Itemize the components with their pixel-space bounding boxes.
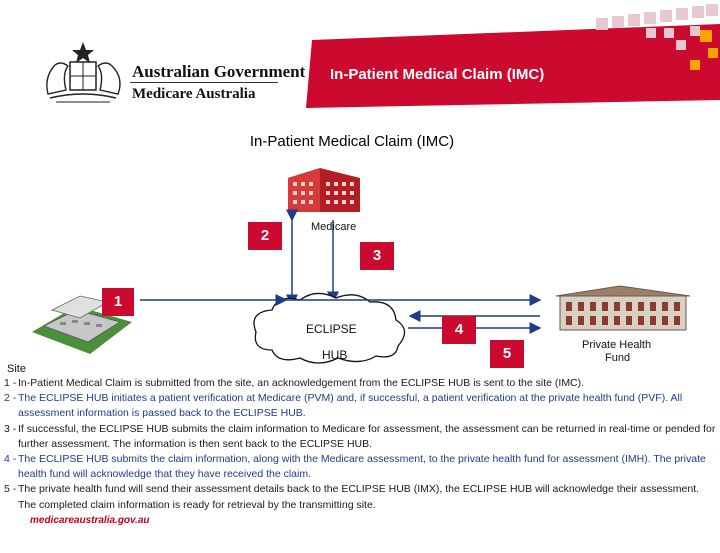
step-badge-2 [248, 222, 282, 250]
medicare-label: Medicare [311, 221, 357, 233]
eclipse-hub-label-line2: HUB [322, 348, 348, 362]
step-badge-3 [360, 242, 394, 270]
footer-website-link[interactable]: medicareaustralia.gov.au [30, 515, 150, 526]
eclipse-hub-cloud-icon [253, 292, 406, 364]
step-number: 2 - [4, 392, 17, 405]
banner-title: In-Patient Medical Claim (IMC) [330, 66, 545, 83]
site-building-icon [32, 295, 132, 354]
step-text: If successful, the ECLIPSE HUB submits t… [18, 422, 716, 450]
step-badge-5 [490, 340, 524, 368]
agency-name: Medicare Australia [132, 86, 256, 102]
step-badge-5-label: 5 [502, 345, 512, 362]
step-text: The private health fund will send their … [18, 483, 700, 511]
private-health-fund-label-line2: Fund [605, 352, 631, 364]
eclipse-hub-label-line1: ECLIPSE [306, 322, 357, 336]
private-health-fund-building-icon [555, 285, 691, 331]
step-text: The ECLIPSE HUB submits the claim inform… [18, 453, 706, 481]
site-label: Site [7, 363, 26, 375]
step-number: 3 - [4, 422, 17, 435]
diagram-title: In-Patient Medical Claim (IMC) [249, 133, 455, 150]
step-item-5: 5 - The private health fund will send th… [4, 482, 716, 512]
coat-of-arms-logo [46, 42, 121, 103]
step-item-3: 3 - If successful, the ECLIPSE HUB submi… [4, 422, 716, 452]
step-badge-1 [102, 288, 134, 316]
step-text: The ECLIPSE HUB initiates a patient veri… [18, 392, 683, 420]
step-item-2: 2 - The ECLIPSE HUB initiates a patient … [4, 391, 716, 421]
government-name: Australian Government [132, 62, 306, 81]
step-item-4: 4 - The ECLIPSE HUB submits the claim in… [4, 452, 716, 482]
flow-diagram [32, 168, 691, 368]
step-badge-2-label: 2 [260, 227, 270, 244]
step-number: 4 - [4, 453, 17, 466]
step-badge-1-label: 1 [113, 293, 123, 310]
header-divider [130, 82, 278, 83]
step-badge-4 [442, 316, 476, 344]
step-badge-4-label: 4 [454, 321, 464, 338]
private-health-fund-label-line1: Private Health [582, 339, 652, 351]
step-badge-3-label: 3 [372, 247, 382, 264]
step-number: 1 - [4, 377, 17, 389]
header-banner [306, 4, 720, 108]
step-text: In-Patient Medical Claim is submitted fr… [18, 377, 585, 389]
step-item-1: 1 - In-Patient Medical Claim is submitte… [4, 376, 716, 391]
medicare-building-icon [288, 168, 360, 212]
step-number: 5 - [4, 483, 17, 496]
step-list: 1 - In-Patient Medical Claim is submitte… [4, 376, 716, 513]
